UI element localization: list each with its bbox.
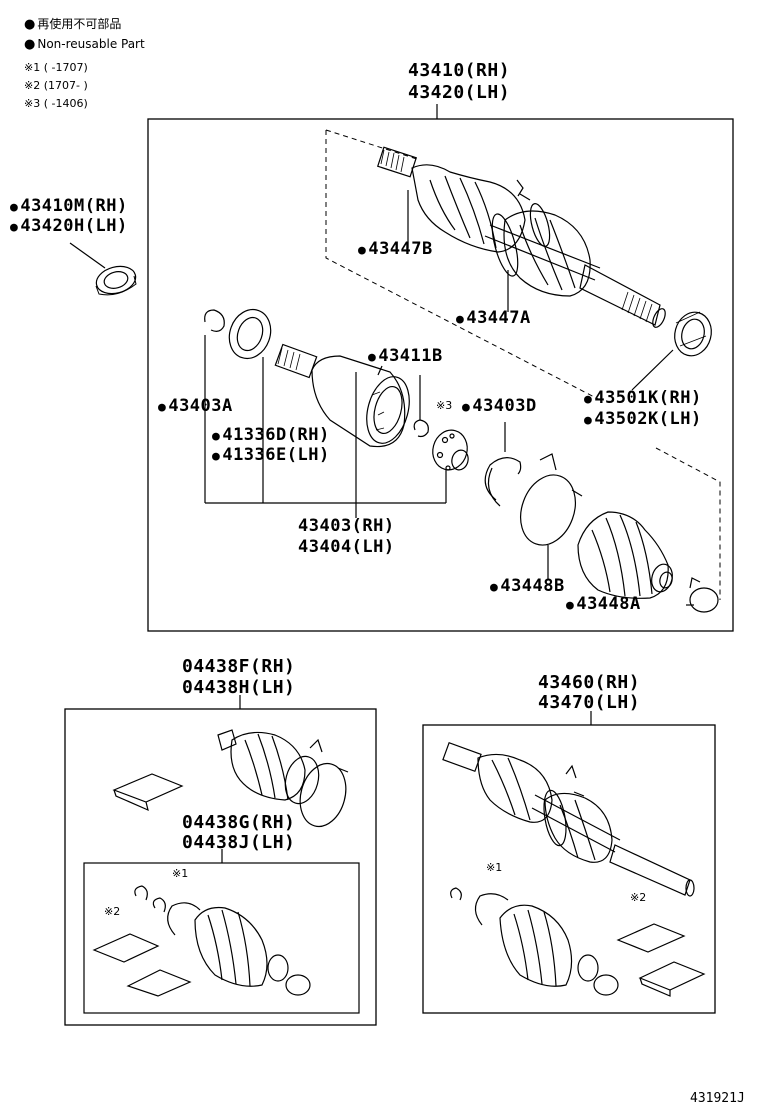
legend-jp: 再使用不可部品 [24,18,121,31]
shaft-assy-frame [422,724,716,1014]
label-outer-joint-rh: 43403(RH) [298,516,395,536]
label-41336e: 41336E(LH) [212,447,330,464]
mark-1-right: ※1 [486,861,503,874]
shaft-assy-drawing [442,741,695,897]
label-main-assy-lh: 43420(LH) [408,82,511,103]
legend-en: Non-reusable Part [24,38,144,51]
label-boot-kit-rh: 04438F(RH) [182,656,296,677]
label-seal-rh: 43410M(RH) [10,198,128,215]
boot-kit-inner-frame [83,862,360,1014]
label-43403a: 43403A [158,398,233,415]
outer-joint-drawing [274,343,410,448]
mark-1-left: ※1 [172,867,189,880]
drive-shaft-drawing [376,146,666,328]
note-2: ※2 (1707- ) [24,79,88,92]
main-frame [147,118,734,632]
seal-43410m-drawing [95,265,137,296]
mark-2-left: ※2 [104,905,121,918]
label-shaft-assy-rh: 43460(RH) [538,672,641,693]
label-41336d: 41336D(RH) [212,427,330,444]
snap-ring-43403a [204,309,225,332]
label-main-assy-rh: 43410(RH) [408,60,511,81]
seal-43501k-drawing [674,311,712,357]
outer-boot-drawing [577,511,673,599]
label-boot-kit-lh: 04438H(LH) [182,677,296,698]
mark-2-right: ※2 [630,891,647,904]
label-outer-joint-lh: 43404(LH) [298,537,395,557]
label-seal-lh: 43420H(LH) [10,218,128,235]
label-43411b: 43411B [368,348,443,365]
label-43502k: 43502K(LH) [584,411,702,428]
note-1: ※1 ( -1707) [24,61,88,74]
boot-kit-frame [64,708,377,1026]
note-3: ※3 ( -1406) [24,97,88,110]
label-boot-kit-inner-rh: 04438G(RH) [182,812,296,833]
mark-3: ※3 [436,399,453,412]
label-43501k: 43501K(RH) [584,390,702,407]
label-43403d: 43403D [462,398,537,415]
label-43447b: 43447B [358,241,433,258]
label-43448b: 43448B [490,578,565,595]
label-shaft-assy-lh: 43470(LH) [538,692,641,713]
label-43448a: 43448A [566,596,641,613]
figure-id: 431921J [690,1091,745,1106]
label-boot-kit-inner-lh: 04438J(LH) [182,832,296,853]
label-43447a: 43447A [456,310,531,327]
